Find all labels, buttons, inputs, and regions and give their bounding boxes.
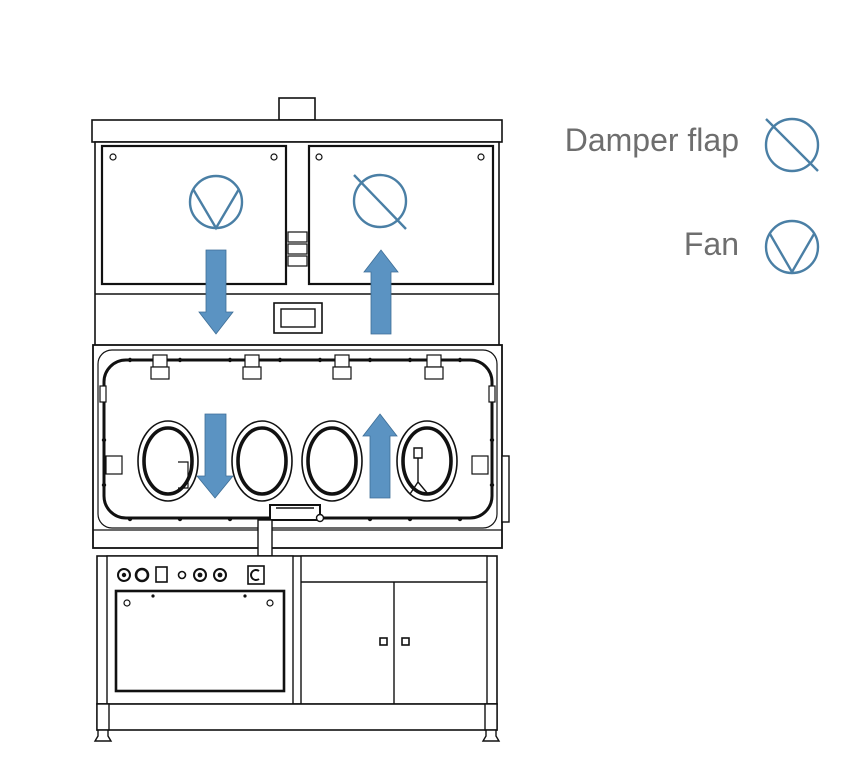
airflow-up-arrow [362, 413, 398, 499]
glove-port-1 [137, 420, 199, 502]
glove-port-4 [396, 420, 458, 502]
top-housing [91, 119, 503, 348]
glove-port-2 [231, 420, 293, 502]
airflow-up-arrow [363, 249, 399, 335]
legend-fan-label: Fan [683, 226, 739, 262]
fan-icon [764, 219, 820, 275]
damper-flap-icon [352, 173, 408, 230]
damper-flap-icon [764, 117, 820, 173]
main-chamber [92, 344, 510, 557]
base-cabinet [93, 555, 501, 742]
glove-port-3 [301, 420, 363, 502]
control-buttons [117, 565, 265, 585]
airflow-down-arrow [196, 413, 234, 499]
exhaust-stack [278, 97, 316, 121]
fan-icon [188, 174, 244, 231]
electrical-panel [114, 589, 286, 693]
legend-damper-label: Damper flap [564, 122, 739, 158]
airflow-down-arrow [198, 249, 234, 335]
